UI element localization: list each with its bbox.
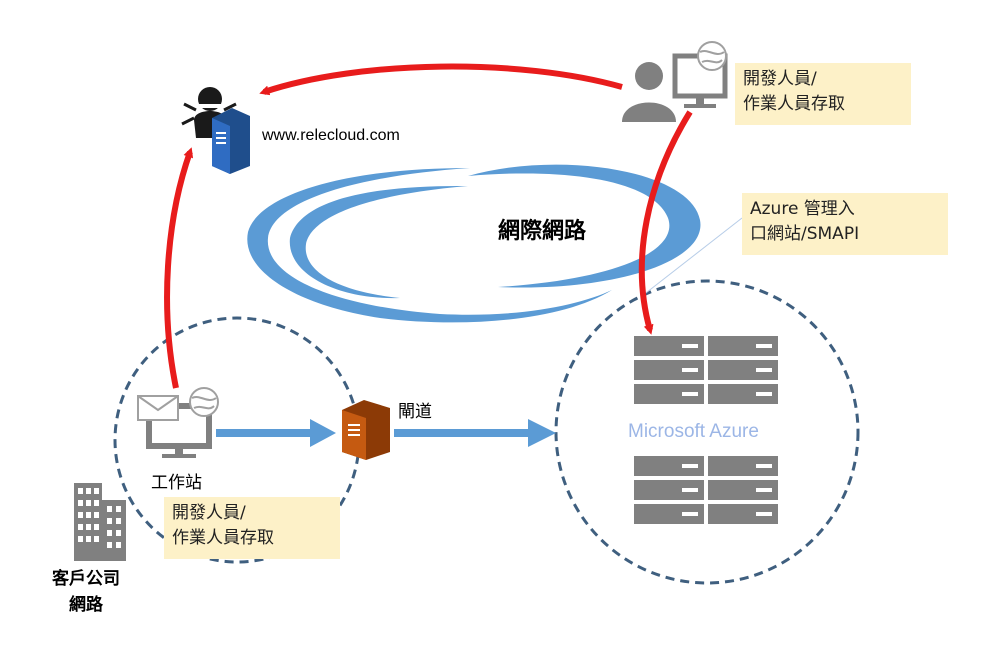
server-unit-slot: [756, 368, 772, 372]
server-unit: [708, 456, 778, 476]
server-unit-slot: [682, 488, 698, 492]
server-unit-slot: [756, 464, 772, 468]
server-unit: [708, 360, 778, 380]
attack-arrow-to-azure: [638, 110, 693, 335]
server-unit: [708, 480, 778, 500]
server-unit: [708, 384, 778, 404]
server-rack-icon: [634, 336, 778, 524]
web-server-icon: [212, 108, 250, 174]
flow-arrow-gateway-azure: [394, 419, 556, 447]
globe-icon: [189, 387, 219, 417]
server-unit-slot: [756, 488, 772, 492]
gateway-server-icon: [342, 400, 390, 460]
server-unit: [634, 360, 704, 380]
note-dev-ops-top: 開發人員/ 作業人員存取: [735, 63, 911, 125]
server-unit-slot: [756, 392, 772, 396]
server-unit-slot: [756, 512, 772, 516]
building-icon: [74, 483, 126, 561]
server-unit: [634, 456, 704, 476]
workstation-label: 工作站: [151, 473, 202, 493]
flow-arrow-workstation-gateway: [216, 419, 336, 447]
server-unit-slot: [682, 368, 698, 372]
internet-label: 網際網路: [498, 219, 587, 244]
globe-icon: [697, 41, 727, 71]
note-azure-portal: Azure 管理入 口網站/SMAPI: [742, 193, 948, 255]
note-dev-ops-corp: 開發人員/ 作業人員存取: [164, 497, 340, 559]
site-url-label: www.relecloud.com: [262, 127, 400, 144]
server-unit: [708, 336, 778, 356]
developer-icon: [622, 62, 676, 122]
server-unit: [708, 504, 778, 524]
server-unit-slot: [756, 344, 772, 348]
note-connector: [641, 217, 743, 297]
server-unit: [634, 480, 704, 500]
attack-arrow-to-site-top: [259, 63, 623, 96]
server-unit-slot: [682, 464, 698, 468]
server-unit-slot: [682, 344, 698, 348]
server-unit-slot: [682, 392, 698, 396]
azure-label: Microsoft Azure: [628, 421, 759, 442]
server-unit: [634, 384, 704, 404]
corp-network-label: 客戶公司 網路: [52, 569, 120, 615]
attack-arrow-to-site-left: [164, 147, 194, 389]
internet-cloud: [247, 164, 701, 323]
server-unit: [634, 336, 704, 356]
gateway-label: 閘道: [398, 402, 432, 422]
server-unit: [634, 504, 704, 524]
mail-icon: [137, 395, 179, 421]
azure-boundary: [554, 279, 860, 585]
server-unit-slot: [682, 512, 698, 516]
